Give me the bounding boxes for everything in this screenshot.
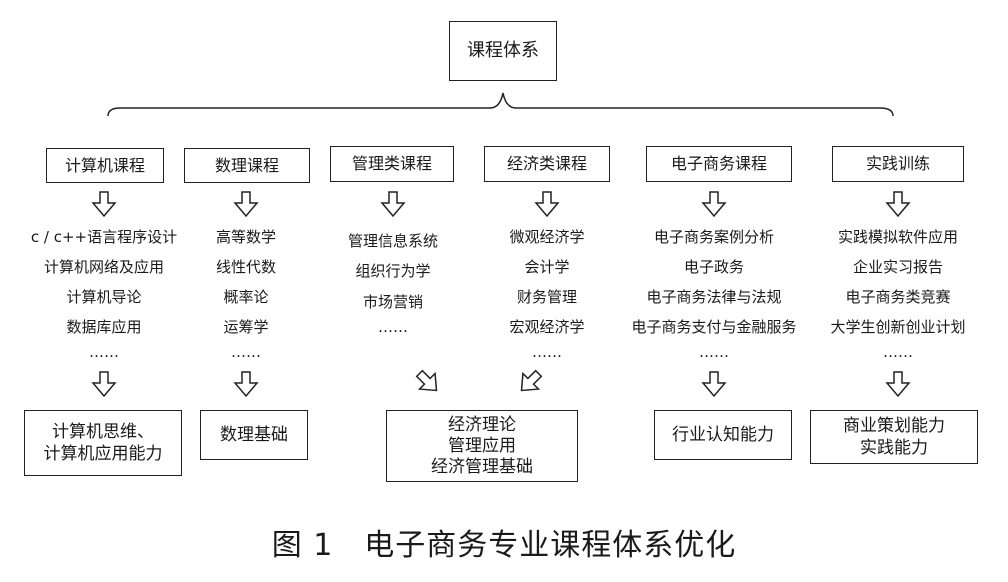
down-arrow-icon bbox=[91, 371, 117, 398]
course-item: 管理信息系统 bbox=[347, 232, 439, 250]
outcome-box-computer: 计算机思维、 计算机应用能力 bbox=[24, 410, 182, 476]
course-item: 财务管理 bbox=[516, 288, 578, 306]
diagonal-arrow-icon bbox=[520, 369, 543, 392]
outcome-line: 经济理论 bbox=[448, 414, 516, 435]
outcome-line: 经济管理基础 bbox=[431, 456, 533, 477]
ellipsis: …… bbox=[883, 343, 913, 361]
outcome-line: 管理应用 bbox=[448, 435, 516, 456]
outcome-line: 计算机思维、 bbox=[52, 422, 154, 442]
category-box-computer: 计算机课程 bbox=[46, 148, 164, 183]
down-arrow-icon bbox=[233, 371, 259, 398]
ellipsis: …… bbox=[532, 343, 562, 361]
course-item: 电子商务支付与金融服务 bbox=[631, 318, 797, 336]
ellipsis: …… bbox=[89, 343, 119, 361]
outcome-box-economics-management: 经济理论 管理应用 经济管理基础 bbox=[386, 410, 578, 482]
down-arrow-icon bbox=[534, 191, 560, 218]
course-item: 电子政务 bbox=[683, 258, 745, 276]
category-label: 实践训练 bbox=[865, 154, 930, 173]
course-item: c / c++语言程序设计 bbox=[30, 228, 178, 246]
course-item: 宏观经济学 bbox=[509, 318, 585, 336]
down-arrow-icon bbox=[701, 191, 727, 218]
course-item: 微观经济学 bbox=[509, 228, 585, 246]
category-label: 计算机课程 bbox=[64, 155, 145, 175]
category-label: 数理课程 bbox=[214, 155, 279, 175]
ellipsis: …… bbox=[378, 318, 408, 336]
course-item: 会计学 bbox=[524, 258, 570, 276]
category-box-ecommerce: 电子商务课程 bbox=[646, 146, 792, 182]
category-box-economics: 经济类课程 bbox=[484, 146, 610, 182]
outcome-box-math: 数理基础 bbox=[200, 410, 308, 460]
figure-caption: 图 1 电子商务专业课程体系优化 bbox=[271, 528, 737, 563]
root-box: 课程体系 bbox=[449, 21, 557, 81]
course-item: 电子商务法律与法规 bbox=[646, 288, 782, 306]
course-item: 计算机网络及应用 bbox=[43, 258, 165, 276]
ellipsis: …… bbox=[231, 343, 261, 361]
outcome-box-ecommerce: 行业认知能力 bbox=[654, 410, 792, 460]
course-item: 企业实习报告 bbox=[852, 258, 944, 276]
course-item: 市场营销 bbox=[362, 293, 424, 311]
course-item: 数据库应用 bbox=[66, 318, 142, 336]
outcome-box-practice: 商业策划能力 实践能力 bbox=[810, 410, 978, 464]
course-item: 实践模拟软件应用 bbox=[837, 228, 959, 246]
course-item: 计算机导论 bbox=[66, 288, 142, 306]
category-label: 管理类课程 bbox=[351, 154, 432, 173]
course-item: 组织行为学 bbox=[355, 262, 431, 280]
course-item: 概率论 bbox=[223, 288, 269, 306]
root-label: 课程体系 bbox=[467, 40, 539, 61]
down-arrow-icon bbox=[233, 191, 259, 218]
course-item: 电子商务案例分析 bbox=[653, 228, 775, 246]
brace-connector bbox=[107, 92, 894, 117]
category-box-management: 管理类课程 bbox=[330, 146, 454, 182]
down-arrow-icon bbox=[380, 191, 406, 218]
down-arrow-icon bbox=[885, 191, 911, 218]
outcome-line: 数理基础 bbox=[220, 425, 288, 445]
down-arrow-icon bbox=[701, 371, 727, 398]
category-box-practice: 实践训练 bbox=[832, 146, 964, 182]
course-item: 电子商务类竞赛 bbox=[845, 288, 951, 306]
category-label: 电子商务课程 bbox=[670, 154, 767, 173]
ellipsis: …… bbox=[699, 343, 729, 361]
outcome-line: 计算机应用能力 bbox=[43, 444, 163, 464]
category-label: 经济类课程 bbox=[506, 154, 587, 173]
down-arrow-icon bbox=[885, 371, 911, 398]
course-item: 运筹学 bbox=[223, 318, 269, 336]
outcome-line: 行业认知能力 bbox=[672, 425, 774, 445]
category-box-math: 数理课程 bbox=[184, 148, 310, 183]
down-arrow-icon bbox=[91, 191, 117, 218]
course-item: 高等数学 bbox=[215, 228, 277, 246]
course-item: 大学生创新创业计划 bbox=[830, 318, 966, 336]
outcome-line: 实践能力 bbox=[860, 438, 928, 458]
outcome-line: 商业策划能力 bbox=[843, 416, 945, 436]
course-item: 线性代数 bbox=[215, 258, 277, 276]
diagonal-arrow-icon bbox=[415, 369, 438, 392]
